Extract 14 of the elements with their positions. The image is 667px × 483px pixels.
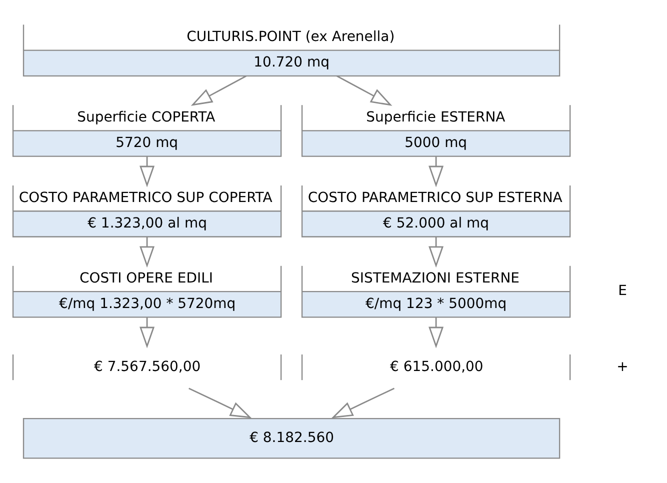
- arrow: [140, 317, 155, 348]
- arrow: [188, 387, 252, 418]
- arrow: [331, 387, 395, 418]
- arrow: [140, 236, 155, 268]
- arrow: [428, 317, 444, 348]
- node-text: € 7.567.560,00: [94, 358, 201, 374]
- arrow: [428, 236, 444, 268]
- arrow: [428, 156, 444, 187]
- arrow: [336, 74, 392, 106]
- label: E: [618, 282, 627, 299]
- node-text: € 615.000,00: [390, 358, 484, 374]
- label: +: [616, 358, 628, 374]
- arrow: [190, 74, 247, 106]
- arrow: [140, 156, 155, 187]
